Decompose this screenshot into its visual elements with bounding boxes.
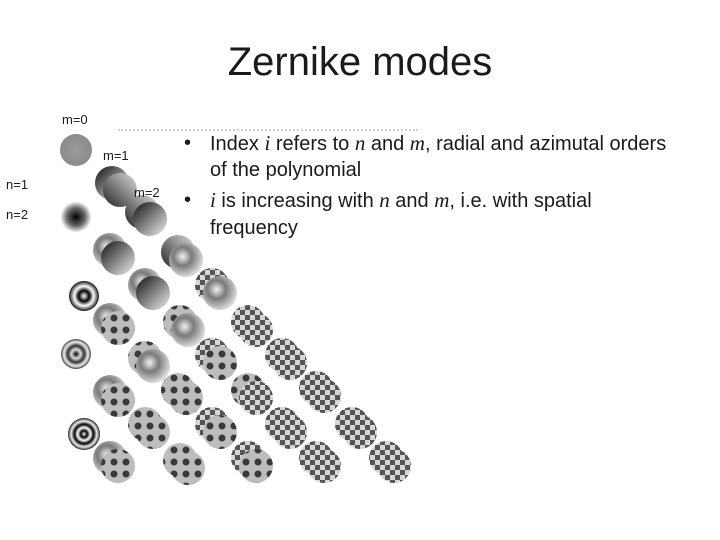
mode-row9-e xyxy=(369,441,411,483)
bullet-item: • i is increasing with n and m, i.e. wit… xyxy=(182,187,682,240)
label-n1: n=1 xyxy=(6,177,28,192)
label-m0: m=0 xyxy=(62,112,88,127)
mode-row5-c xyxy=(231,305,273,347)
label-n2: n=2 xyxy=(6,207,28,222)
label-m2: m=2 xyxy=(134,185,160,200)
mode-row9-c xyxy=(231,441,273,483)
label-m1: m=1 xyxy=(103,148,129,163)
mode-row8-b xyxy=(195,407,237,449)
mode-coma-pair xyxy=(93,233,135,275)
bullet-list: • Index i refers to n and m, radial and … xyxy=(182,130,682,245)
mode-spherical xyxy=(69,281,99,311)
mode-row7-c xyxy=(231,373,273,415)
mode-row9-d xyxy=(299,441,341,483)
mode-row7-d xyxy=(299,371,341,413)
mode-row6-a xyxy=(128,341,170,383)
mode-spherical-2 xyxy=(61,339,91,369)
mode-row4-b xyxy=(195,268,237,310)
bullet-item: • Index i refers to n and m, radial and … xyxy=(182,130,682,183)
mode-row4-a xyxy=(128,268,170,310)
mode-row7-a xyxy=(93,375,135,417)
mode-row5-b xyxy=(163,305,205,347)
mode-row8-c xyxy=(265,407,307,449)
mode-row9-a xyxy=(93,441,135,483)
mode-row8-a xyxy=(128,407,170,449)
mode-row7-b xyxy=(161,373,203,415)
bullet-dot-icon: • xyxy=(184,130,191,156)
mode-row5-a xyxy=(93,303,135,345)
mode-row6-b xyxy=(195,338,237,380)
mode-row9-b xyxy=(163,443,205,485)
mode-piston xyxy=(60,134,92,166)
bullet-dot-icon: • xyxy=(184,187,191,213)
mode-row6-c xyxy=(265,338,307,380)
mode-astig-pair xyxy=(125,195,167,236)
mode-spherical-3 xyxy=(68,418,100,450)
mode-row8-d xyxy=(335,407,377,449)
mode-defocus xyxy=(61,202,91,232)
